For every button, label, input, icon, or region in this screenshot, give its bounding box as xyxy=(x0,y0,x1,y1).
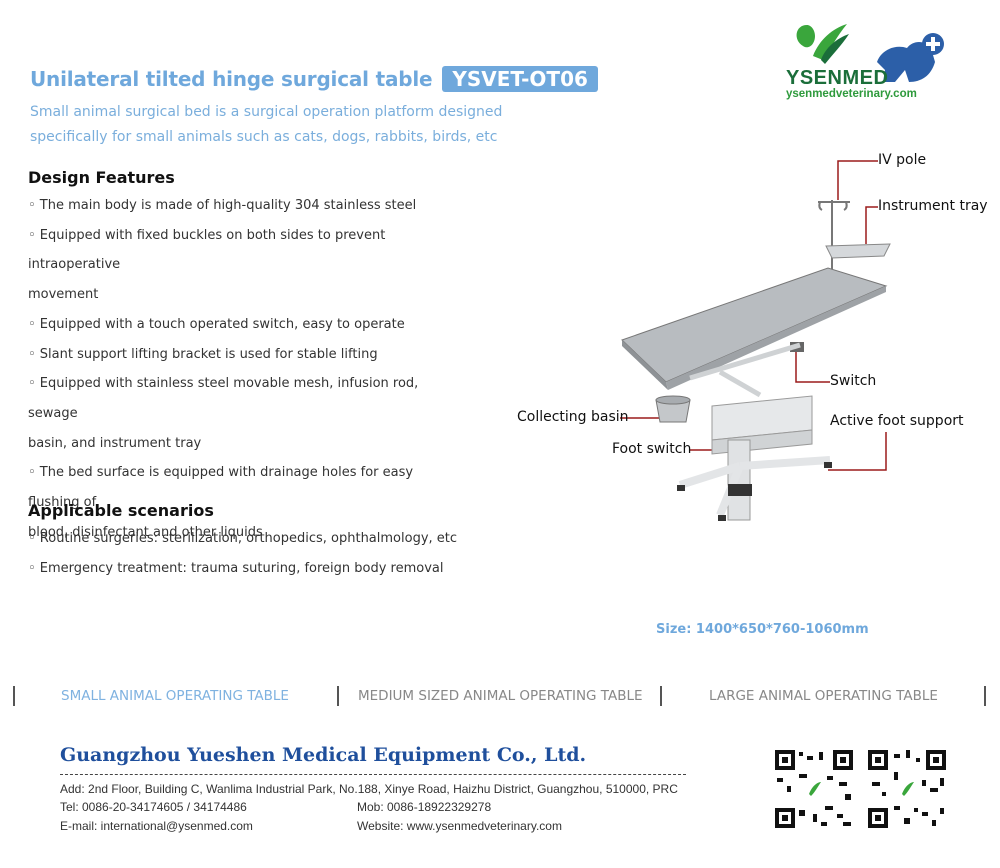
email-text: E-mail: international@ysenmed.com xyxy=(60,819,253,833)
mob-text: Mob: 0086-18922329278 xyxy=(357,800,492,814)
scenarios-heading: Applicable scenarios xyxy=(28,501,214,520)
category-divider xyxy=(13,686,15,706)
callout-collecting-basin: Collecting basin xyxy=(517,409,629,425)
list-item: ◦ Slant support lifting bracket is used … xyxy=(28,346,378,362)
company-name: Guangzhou Yueshen Medical Equipment Co.,… xyxy=(60,744,587,766)
list-item: ◦ Equipped with fixed buckles on both si… xyxy=(28,227,386,273)
collecting-basin-icon xyxy=(655,395,691,423)
category-large-animal[interactable]: LARGE ANIMAL OPERATING TABLE xyxy=(709,688,938,704)
design-features-list: ◦ The main body is made of high-quality … xyxy=(28,191,468,547)
address-text: Add: 2nd Floor, Building C, Wanlima Indu… xyxy=(60,782,678,796)
list-item: ◦ Routine surgeries: sterilization, orth… xyxy=(28,531,458,546)
leaf-icon xyxy=(796,25,815,48)
list-item: ◦ The bed surface is equipped with drain… xyxy=(28,465,414,511)
design-features-heading: Design Features xyxy=(28,168,175,187)
callout-switch: Switch xyxy=(830,373,877,389)
page-subtitle: Small animal surgical bed is a surgical … xyxy=(30,104,503,145)
category-bar: SMALL ANIMAL OPERATING TABLE MEDIUM SIZE… xyxy=(0,686,1000,708)
page-title: Unilateral tilted hinge surgical table xyxy=(30,67,433,91)
callout-foot-switch: Foot switch xyxy=(612,441,692,457)
surgical-table-illustration xyxy=(620,160,891,521)
category-divider xyxy=(337,686,339,706)
list-item: ◦ The main body is made of high-quality … xyxy=(28,198,417,213)
dog-cat-icon xyxy=(877,42,935,82)
title-row: Unilateral tilted hinge surgical table Y… xyxy=(30,66,598,92)
size-spec: Size: 1400*650*760-1060mm xyxy=(656,622,869,637)
category-small-animal[interactable]: SMALL ANIMAL OPERATING TABLE xyxy=(61,688,289,704)
list-item: movement xyxy=(28,287,99,303)
logo-wordmark: YSENMED xyxy=(786,67,889,89)
list-item: blood, disinfectant and other liquids xyxy=(28,524,263,540)
qr-code-icon[interactable] xyxy=(866,748,948,830)
callout-iv-pole: IV pole xyxy=(878,152,927,168)
qr-code-icon[interactable] xyxy=(773,748,855,830)
foot-switch-icon xyxy=(728,484,752,496)
callout-instrument-tray: Instrument tray xyxy=(878,198,988,214)
list-item: basin, and instrument tray xyxy=(28,435,202,451)
ysenmed-logo xyxy=(796,24,944,82)
table-top xyxy=(621,267,888,383)
list-item: ◦ Equipped with stainless steel movable … xyxy=(28,376,419,421)
callout-active-foot-support: Active foot support xyxy=(830,413,964,429)
model-badge: YSVET-OT06 xyxy=(442,66,598,92)
list-item: ◦ Emergency treatment: trauma suturing, … xyxy=(28,560,444,576)
logo-url: ysenmedveterinary.com xyxy=(786,88,917,100)
footer-divider xyxy=(60,774,686,775)
website-text: Website: www.ysenmedveterinary.com xyxy=(357,819,562,833)
scenarios-list: ◦ Routine surgeries: sterilization, orth… xyxy=(28,524,468,583)
list-item: ◦ Equipped with a touch operated switch,… xyxy=(28,316,405,332)
category-divider xyxy=(660,686,662,706)
tel-text: Tel: 0086-20-34174605 / 34174486 xyxy=(60,800,247,814)
category-divider xyxy=(984,686,986,706)
instrument-tray-icon xyxy=(825,243,891,259)
category-medium-animal[interactable]: MEDIUM SIZED ANIMAL OPERATING TABLE xyxy=(358,688,643,704)
